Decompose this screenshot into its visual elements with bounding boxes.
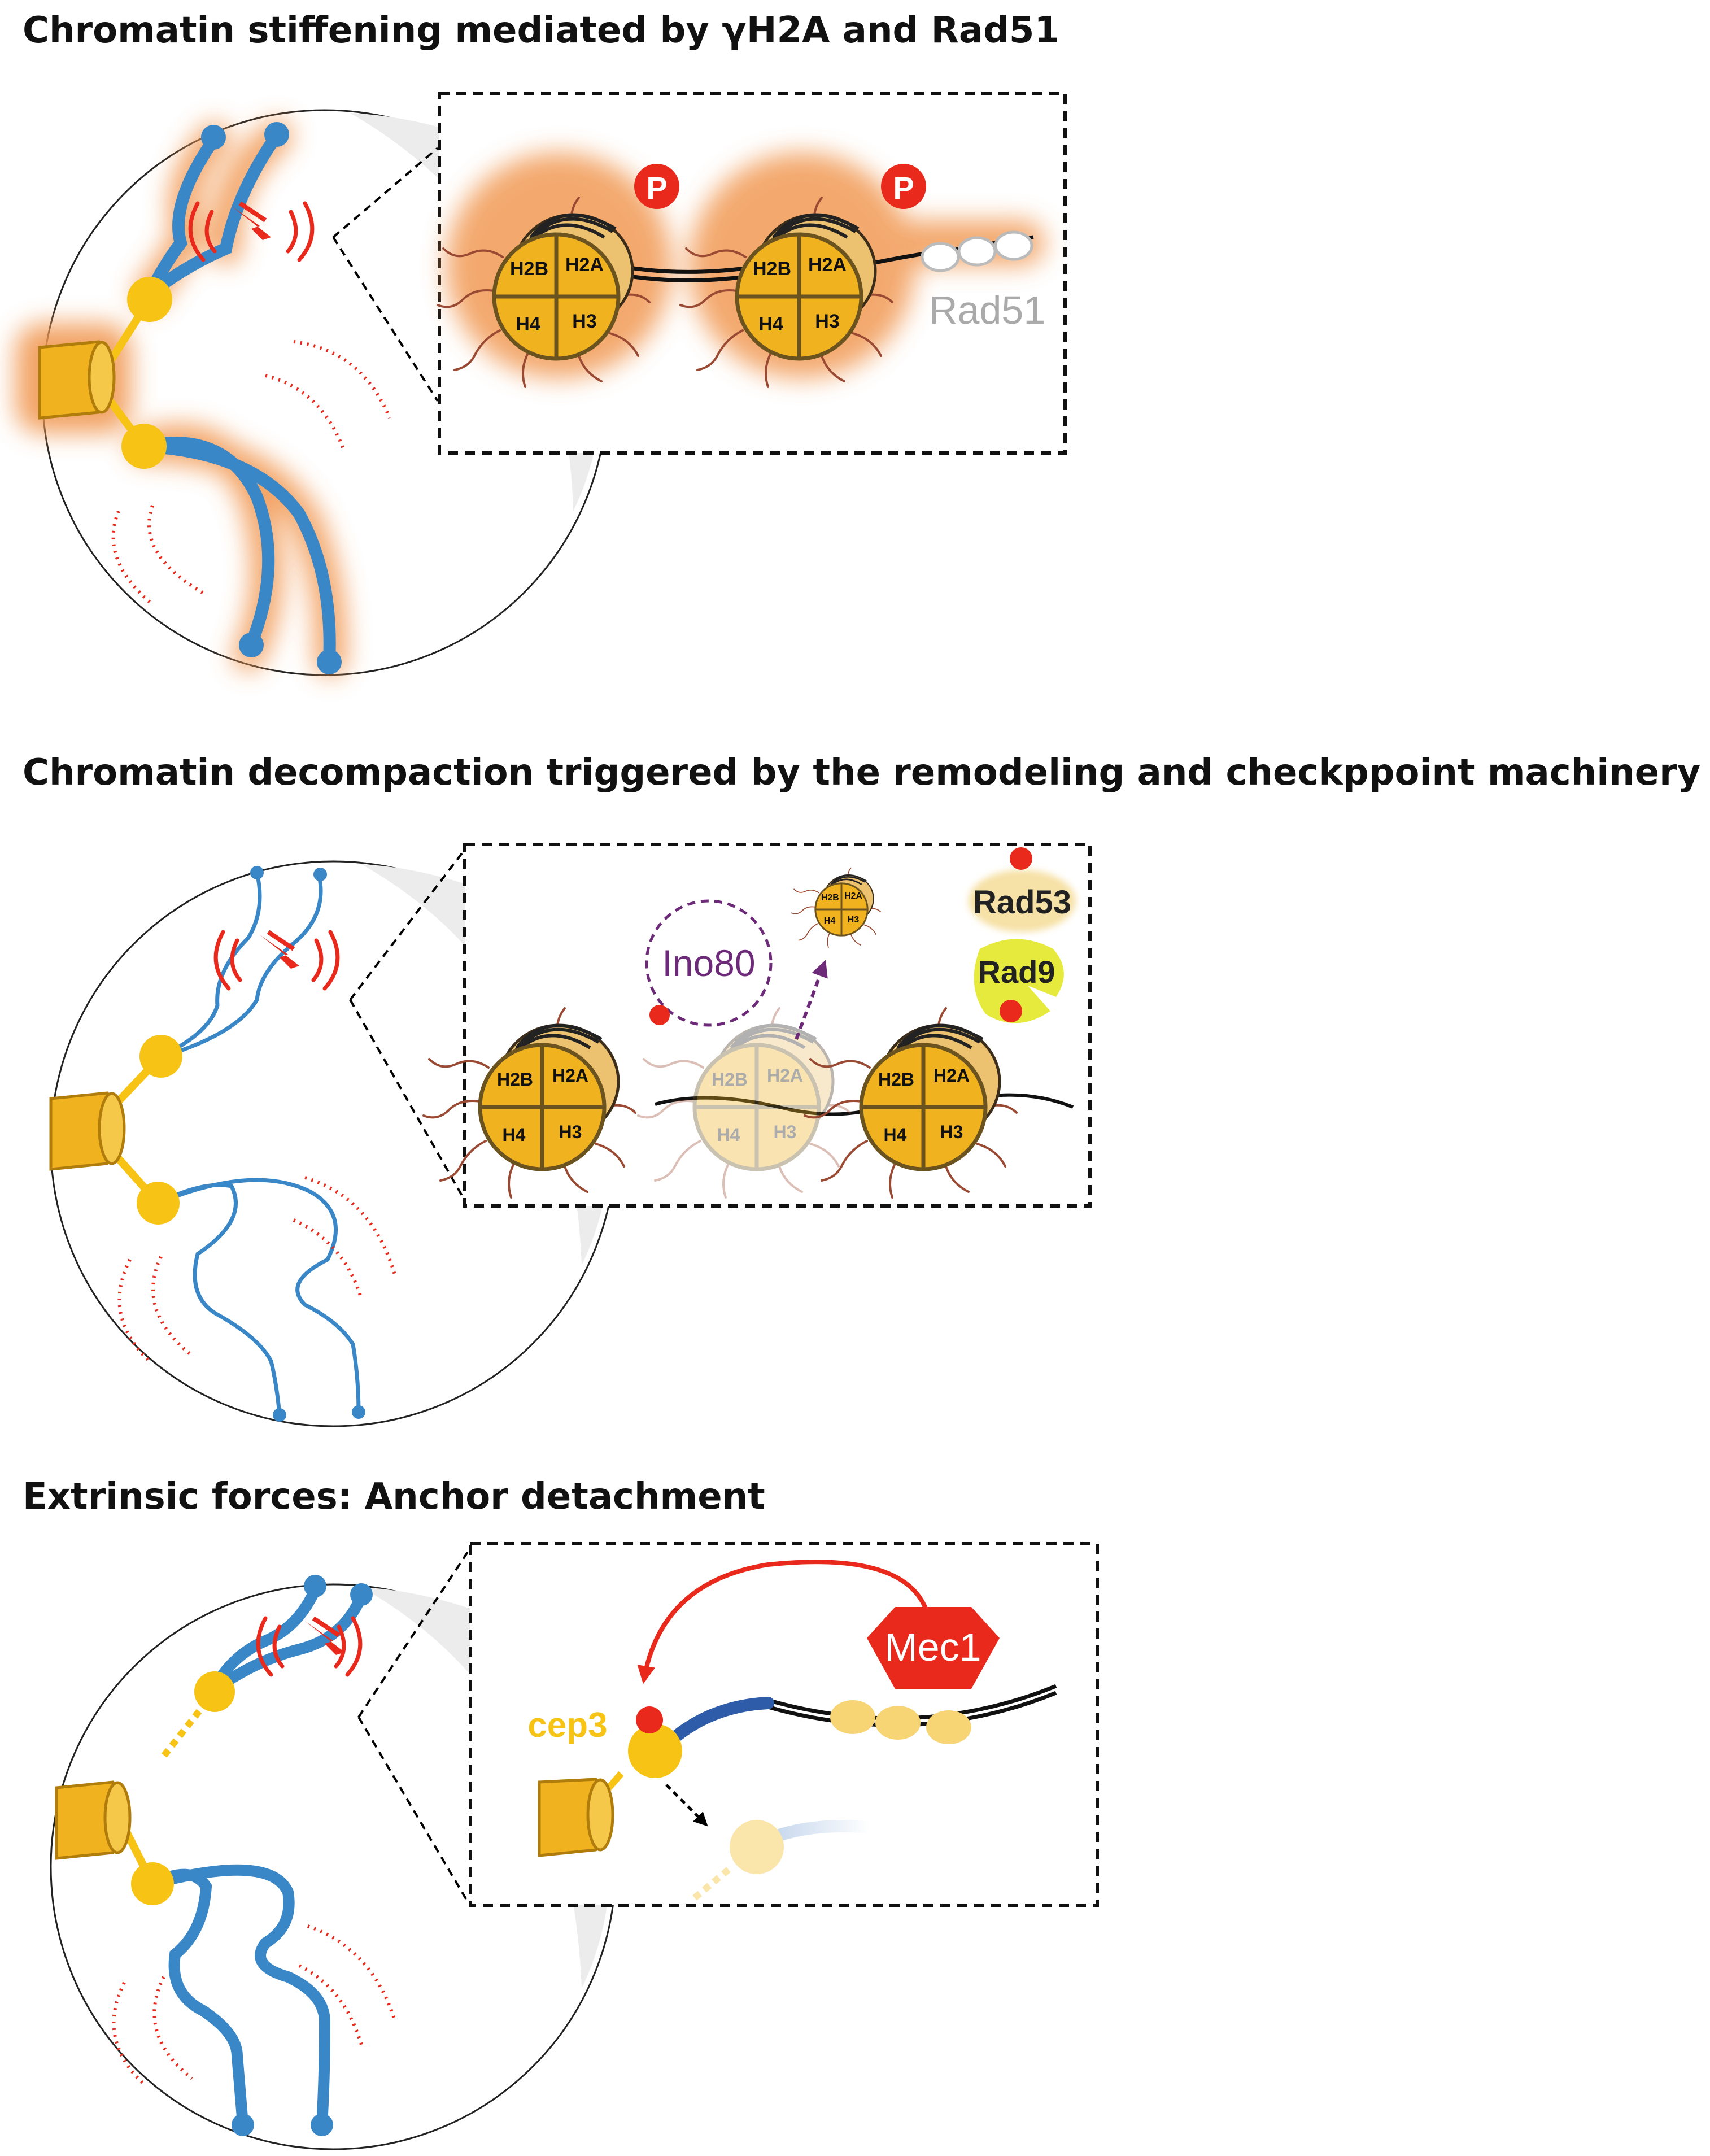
damage-site-2	[213, 932, 340, 991]
chromatin-fibers-3	[147, 1582, 367, 2129]
zoom-lines-1	[332, 147, 439, 402]
rad51-filament	[921, 230, 1033, 272]
fiber-end-1c	[239, 633, 264, 657]
svg-text:P: P	[646, 170, 667, 206]
rad9-protein: Rad9	[974, 939, 1064, 1023]
svg-text:H3: H3	[815, 311, 839, 332]
svg-text:Ino80: Ino80	[662, 942, 755, 984]
ino80-remodeler: Ino80	[645, 899, 828, 1040]
force-arcs-2	[117, 1176, 397, 1363]
nucleosome-2b-evicted: H2B H2A H4 H3	[638, 1008, 850, 1197]
damage-site-3	[256, 1618, 363, 1678]
fiber-end-2b	[313, 868, 327, 881]
fiber-end-3c	[232, 2114, 254, 2136]
fiber-end-1b	[264, 122, 289, 147]
zoom-lines-3	[357, 1549, 470, 1905]
svg-text:H3: H3	[774, 1122, 797, 1142]
fiber-end-2a	[250, 866, 264, 879]
nucleosome-1b: H2B H2A H4 H3	[680, 198, 892, 387]
rad51-label: Rad51	[929, 288, 1045, 332]
svg-text:Mec1: Mec1	[884, 1625, 981, 1669]
phospho-badge-1a: P	[634, 164, 679, 209]
svg-text:H4: H4	[516, 313, 540, 335]
svg-text:H2A: H2A	[565, 254, 604, 276]
svg-text:H3: H3	[940, 1122, 963, 1142]
anchor-cylinder-zoom	[538, 1778, 614, 1857]
svg-text:H2A: H2A	[844, 891, 862, 901]
panel-2-title: Chromatin decompaction triggered by the …	[23, 752, 1701, 794]
nucleosome-2a: H2B H2A H4 H3	[424, 1008, 635, 1197]
svg-text:cep3: cep3	[527, 1706, 607, 1745]
chromatin-fibers-1	[138, 129, 336, 667]
anchor-3	[55, 1671, 235, 1905]
svg-text:H2B: H2B	[510, 258, 548, 280]
svg-text:H3: H3	[559, 1122, 582, 1142]
svg-text:H4: H4	[503, 1125, 526, 1145]
dna-bound-proteins	[830, 1700, 971, 1744]
svg-text:H4: H4	[758, 313, 783, 335]
svg-text:H2A: H2A	[933, 1065, 970, 1086]
chromatin-fibers-2	[156, 870, 361, 1417]
phospho-badge-1b: P	[881, 164, 926, 209]
damage-site-1	[188, 203, 315, 263]
svg-text:H2B: H2B	[753, 258, 791, 280]
svg-text:H2B: H2B	[497, 1069, 533, 1090]
force-arcs-3	[112, 1924, 397, 2086]
svg-text:H2B: H2B	[821, 893, 839, 903]
panel-2: H2B H2A H4 H3 H2B H2A H4 H3 H2B H2A H4 H…	[49, 843, 1092, 1427]
fiber-end-3a	[304, 1575, 326, 1597]
panel-1: Rad51 H2B H2A H4 H3 H2B H2A H4 H3 P P	[15, 92, 1067, 677]
anchor-2	[49, 1035, 182, 1225]
fiber-end-2d	[352, 1405, 365, 1419]
svg-text:P: P	[893, 170, 914, 206]
nucleosome-2c: H2B H2A H4 H3	[805, 1008, 1017, 1197]
svg-text:Rad53: Rad53	[973, 884, 1071, 921]
svg-text:H2A: H2A	[808, 254, 847, 276]
svg-text:H4: H4	[717, 1125, 740, 1145]
zoom-lines-2	[349, 851, 464, 1198]
rad53-protein: Rad53	[969, 847, 1076, 932]
panel-1-title: Chromatin stiffening mediated by γH2A an…	[23, 10, 1059, 51]
svg-text:H2A: H2A	[767, 1065, 803, 1086]
svg-text:H2B: H2B	[878, 1069, 914, 1090]
fiber-end-3d	[311, 2114, 333, 2136]
force-arcs-1	[111, 340, 391, 606]
phospho-dot-2a	[649, 1005, 670, 1025]
panel-3-title: Extrinsic forces: Anchor detachment	[23, 1476, 765, 1518]
detached-anchor-faded	[692, 1820, 870, 1901]
nucleosome-2d-ejected: H2B H2A H4 H3	[791, 867, 882, 948]
phosphorylation-arrow	[637, 1560, 928, 1684]
panel-3: Mec1 cep3	[50, 1542, 1099, 2150]
fiber-end-1d	[317, 650, 342, 674]
svg-text:H3: H3	[848, 915, 860, 925]
svg-text:H2B: H2B	[712, 1069, 748, 1090]
mec1-kinase: Mec1	[867, 1607, 1000, 1689]
cep3-anchor: cep3	[527, 1706, 682, 1798]
svg-text:H2A: H2A	[552, 1065, 588, 1086]
fiber-end-1a	[201, 125, 226, 150]
svg-text:Rad9: Rad9	[978, 954, 1055, 990]
fiber-end-2c	[273, 1408, 286, 1422]
anchor-1	[38, 277, 172, 469]
svg-text:H4: H4	[884, 1125, 907, 1145]
nucleosome-1a: H2B H2A H4 H3	[438, 198, 649, 387]
fiber-end-3b	[350, 1583, 373, 1606]
svg-text:H3: H3	[572, 311, 596, 332]
svg-text:H4: H4	[824, 916, 836, 926]
